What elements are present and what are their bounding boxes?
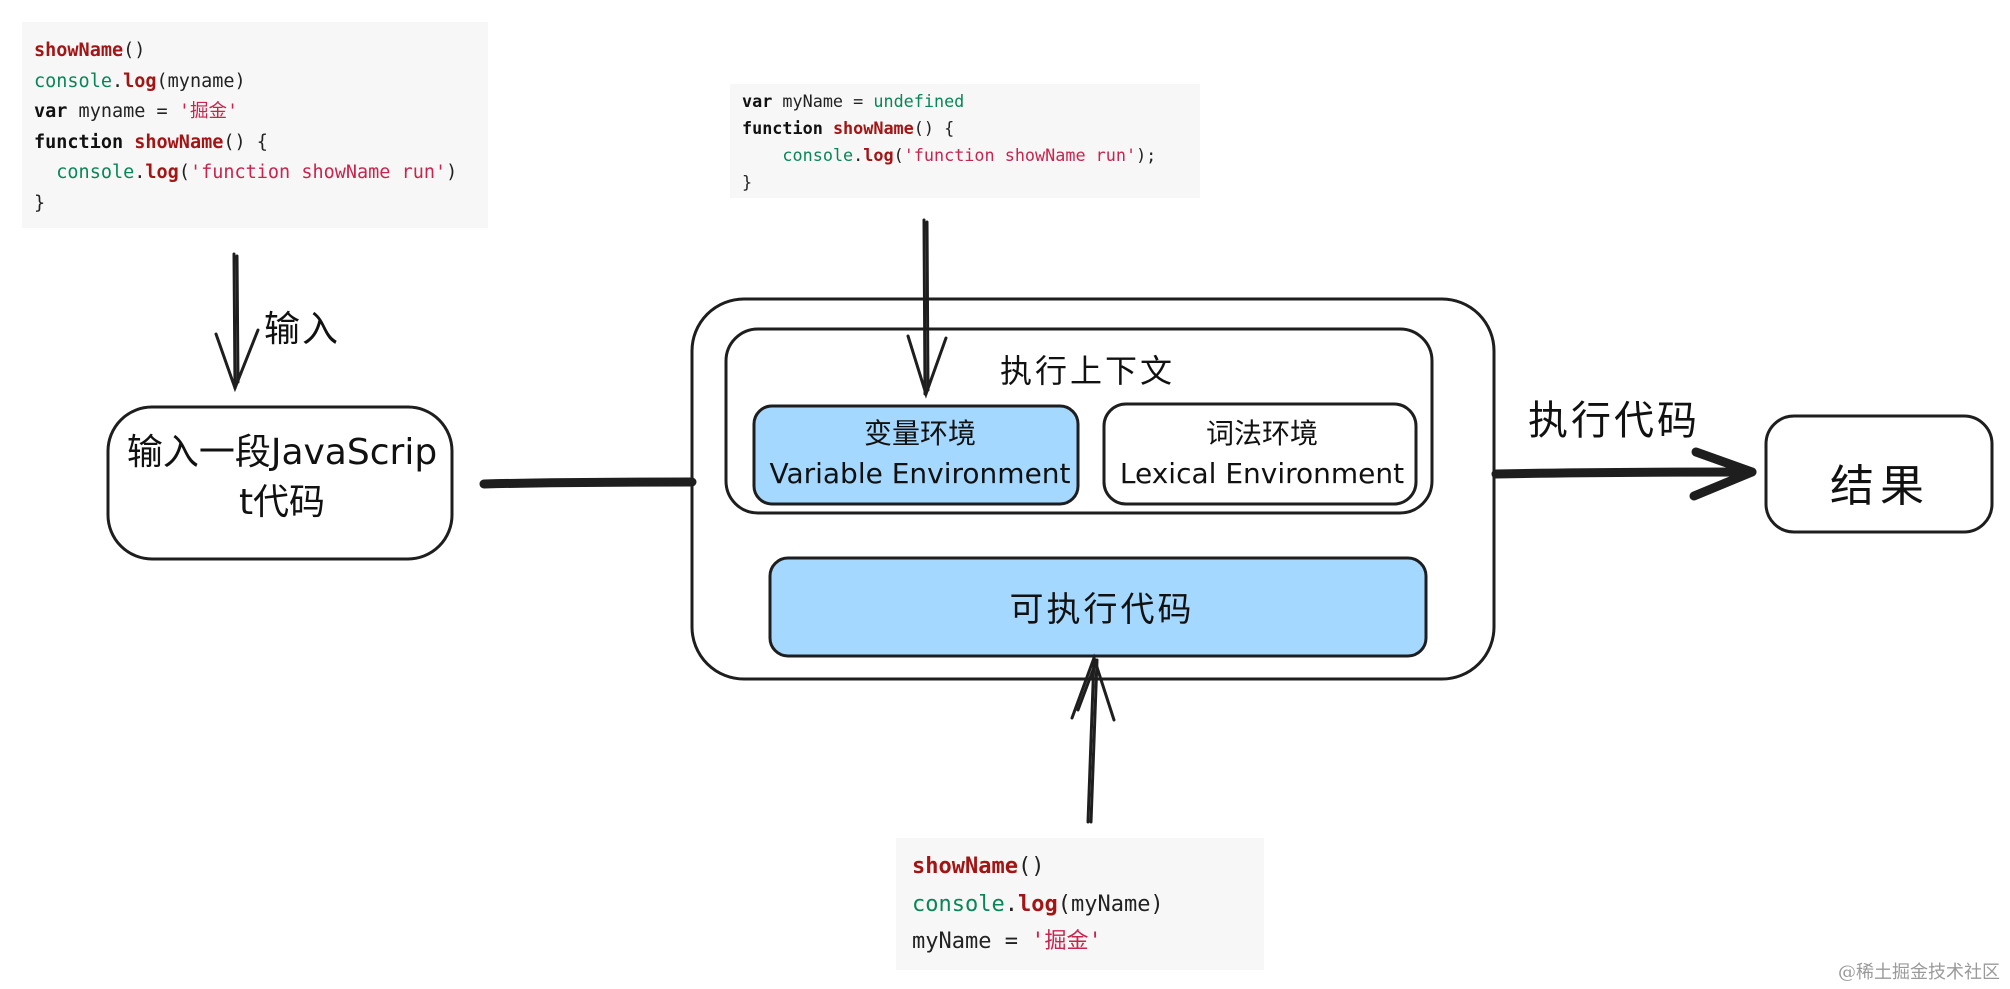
input-arrow <box>214 252 260 393</box>
code-token: log <box>145 162 179 183</box>
source-code-snippet: showName()console.log(myname)var myname … <box>22 22 488 228</box>
variable-environment-label-cn: 变量环境 <box>863 417 976 450</box>
code-line: } <box>742 169 1200 196</box>
code-token: () { <box>913 118 955 138</box>
code-token: ( <box>893 145 904 165</box>
code-token: . <box>111 70 124 92</box>
code-line: console.log(myname) <box>34 67 488 98</box>
code-token: } <box>742 172 753 192</box>
code-token: ) <box>446 162 458 183</box>
code-token: (myName) <box>1057 891 1164 917</box>
code-token: ); <box>1136 145 1157 165</box>
code-token <box>34 162 56 183</box>
lexical-environment-label-cn: 词法环境 <box>1205 417 1318 450</box>
code-token: (myname) <box>156 70 246 92</box>
code-token: log <box>863 145 894 165</box>
code-token: showName <box>832 118 914 138</box>
input-box-label-line-1: 输入一段JavaScrip <box>126 432 438 473</box>
code-token: undefined <box>873 91 965 111</box>
code-token: . <box>134 162 146 183</box>
code-line: var myName = undefined <box>742 88 1200 115</box>
watermark: @稀土掘金技术社区 <box>1838 962 2000 983</box>
code-token: myname = <box>67 101 179 122</box>
code-token: function <box>742 118 823 138</box>
code-token: '掘金' <box>1031 929 1102 954</box>
variable-environment-arrow <box>906 218 948 399</box>
executable-code-arrow <box>1070 653 1116 824</box>
code-token: ( <box>178 162 190 183</box>
executable-code-label: 可执行代码 <box>1009 590 1195 630</box>
input-box <box>106 405 454 561</box>
code-token: showName <box>912 854 1018 879</box>
code-token: '掘金' <box>178 101 239 122</box>
code-token: log <box>123 70 157 92</box>
result-box <box>1764 414 1994 534</box>
code-token: 'function showName run' <box>189 162 447 183</box>
code-token: var <box>34 101 68 122</box>
execute-arrow-label: 执行代码 <box>1528 398 1700 444</box>
lexical-environment-label: 词法环境 Lexical Environment <box>1108 414 1416 494</box>
lexical-environment-box <box>1102 402 1418 506</box>
executable-code-snippet: showName()console.log(myName)myName = '掘… <box>896 838 1264 970</box>
code-token: 'function showName run' <box>903 145 1137 165</box>
code-line: showName() <box>912 848 1264 886</box>
code-token: function <box>34 131 124 153</box>
code-line: myName = '掘金' <box>912 923 1264 961</box>
code-token: console <box>56 162 135 183</box>
code-token: console <box>912 891 1005 917</box>
execution-context-box <box>724 327 1434 515</box>
input-to-engine-line <box>479 477 697 489</box>
executable-code-box <box>768 556 1428 658</box>
code-token: () { <box>223 131 268 153</box>
code-line: function showName() { <box>34 128 488 159</box>
input-arrow-label: 输入 <box>264 309 341 350</box>
code-line: console.log(myName) <box>912 886 1264 924</box>
code-token: } <box>34 192 46 214</box>
code-token: console <box>782 145 854 165</box>
code-token: myName = <box>912 929 1032 954</box>
code-token: var <box>742 91 773 111</box>
execution-context-title: 执行上下文 <box>1000 352 1176 390</box>
code-token <box>742 145 782 165</box>
code-token: () <box>1017 854 1045 879</box>
input-box-label: 输入一段JavaScrip t代码 <box>112 428 452 528</box>
variable-environment-label: 变量环境 Variable Environment <box>760 414 1080 494</box>
code-token <box>123 132 134 153</box>
variable-environment-box <box>752 404 1080 506</box>
code-token: log <box>1017 891 1058 917</box>
code-line: showName() <box>34 36 488 67</box>
code-token: console <box>34 70 112 92</box>
input-box-label-line-2: t代码 <box>238 482 326 523</box>
lexical-environment-label-en: Lexical Environment <box>1119 457 1405 490</box>
code-line: var myname = '掘金' <box>34 97 488 128</box>
code-token: . <box>853 145 864 165</box>
code-line: } <box>34 189 488 220</box>
code-token: () <box>123 40 146 61</box>
code-token <box>823 118 833 138</box>
execute-arrow <box>1491 447 1757 501</box>
code-token: showName <box>134 131 224 153</box>
code-token: showName <box>34 40 124 61</box>
result-label: 结果 <box>1830 461 1930 512</box>
code-line: console.log('function showName run'); <box>742 142 1200 169</box>
code-token: . <box>1004 891 1018 917</box>
code-token: myName = <box>772 91 874 111</box>
variable-environment-label-en: Variable Environment <box>769 457 1071 490</box>
code-line: console.log('function showName run') <box>34 158 488 189</box>
code-line: function showName() { <box>742 115 1200 142</box>
